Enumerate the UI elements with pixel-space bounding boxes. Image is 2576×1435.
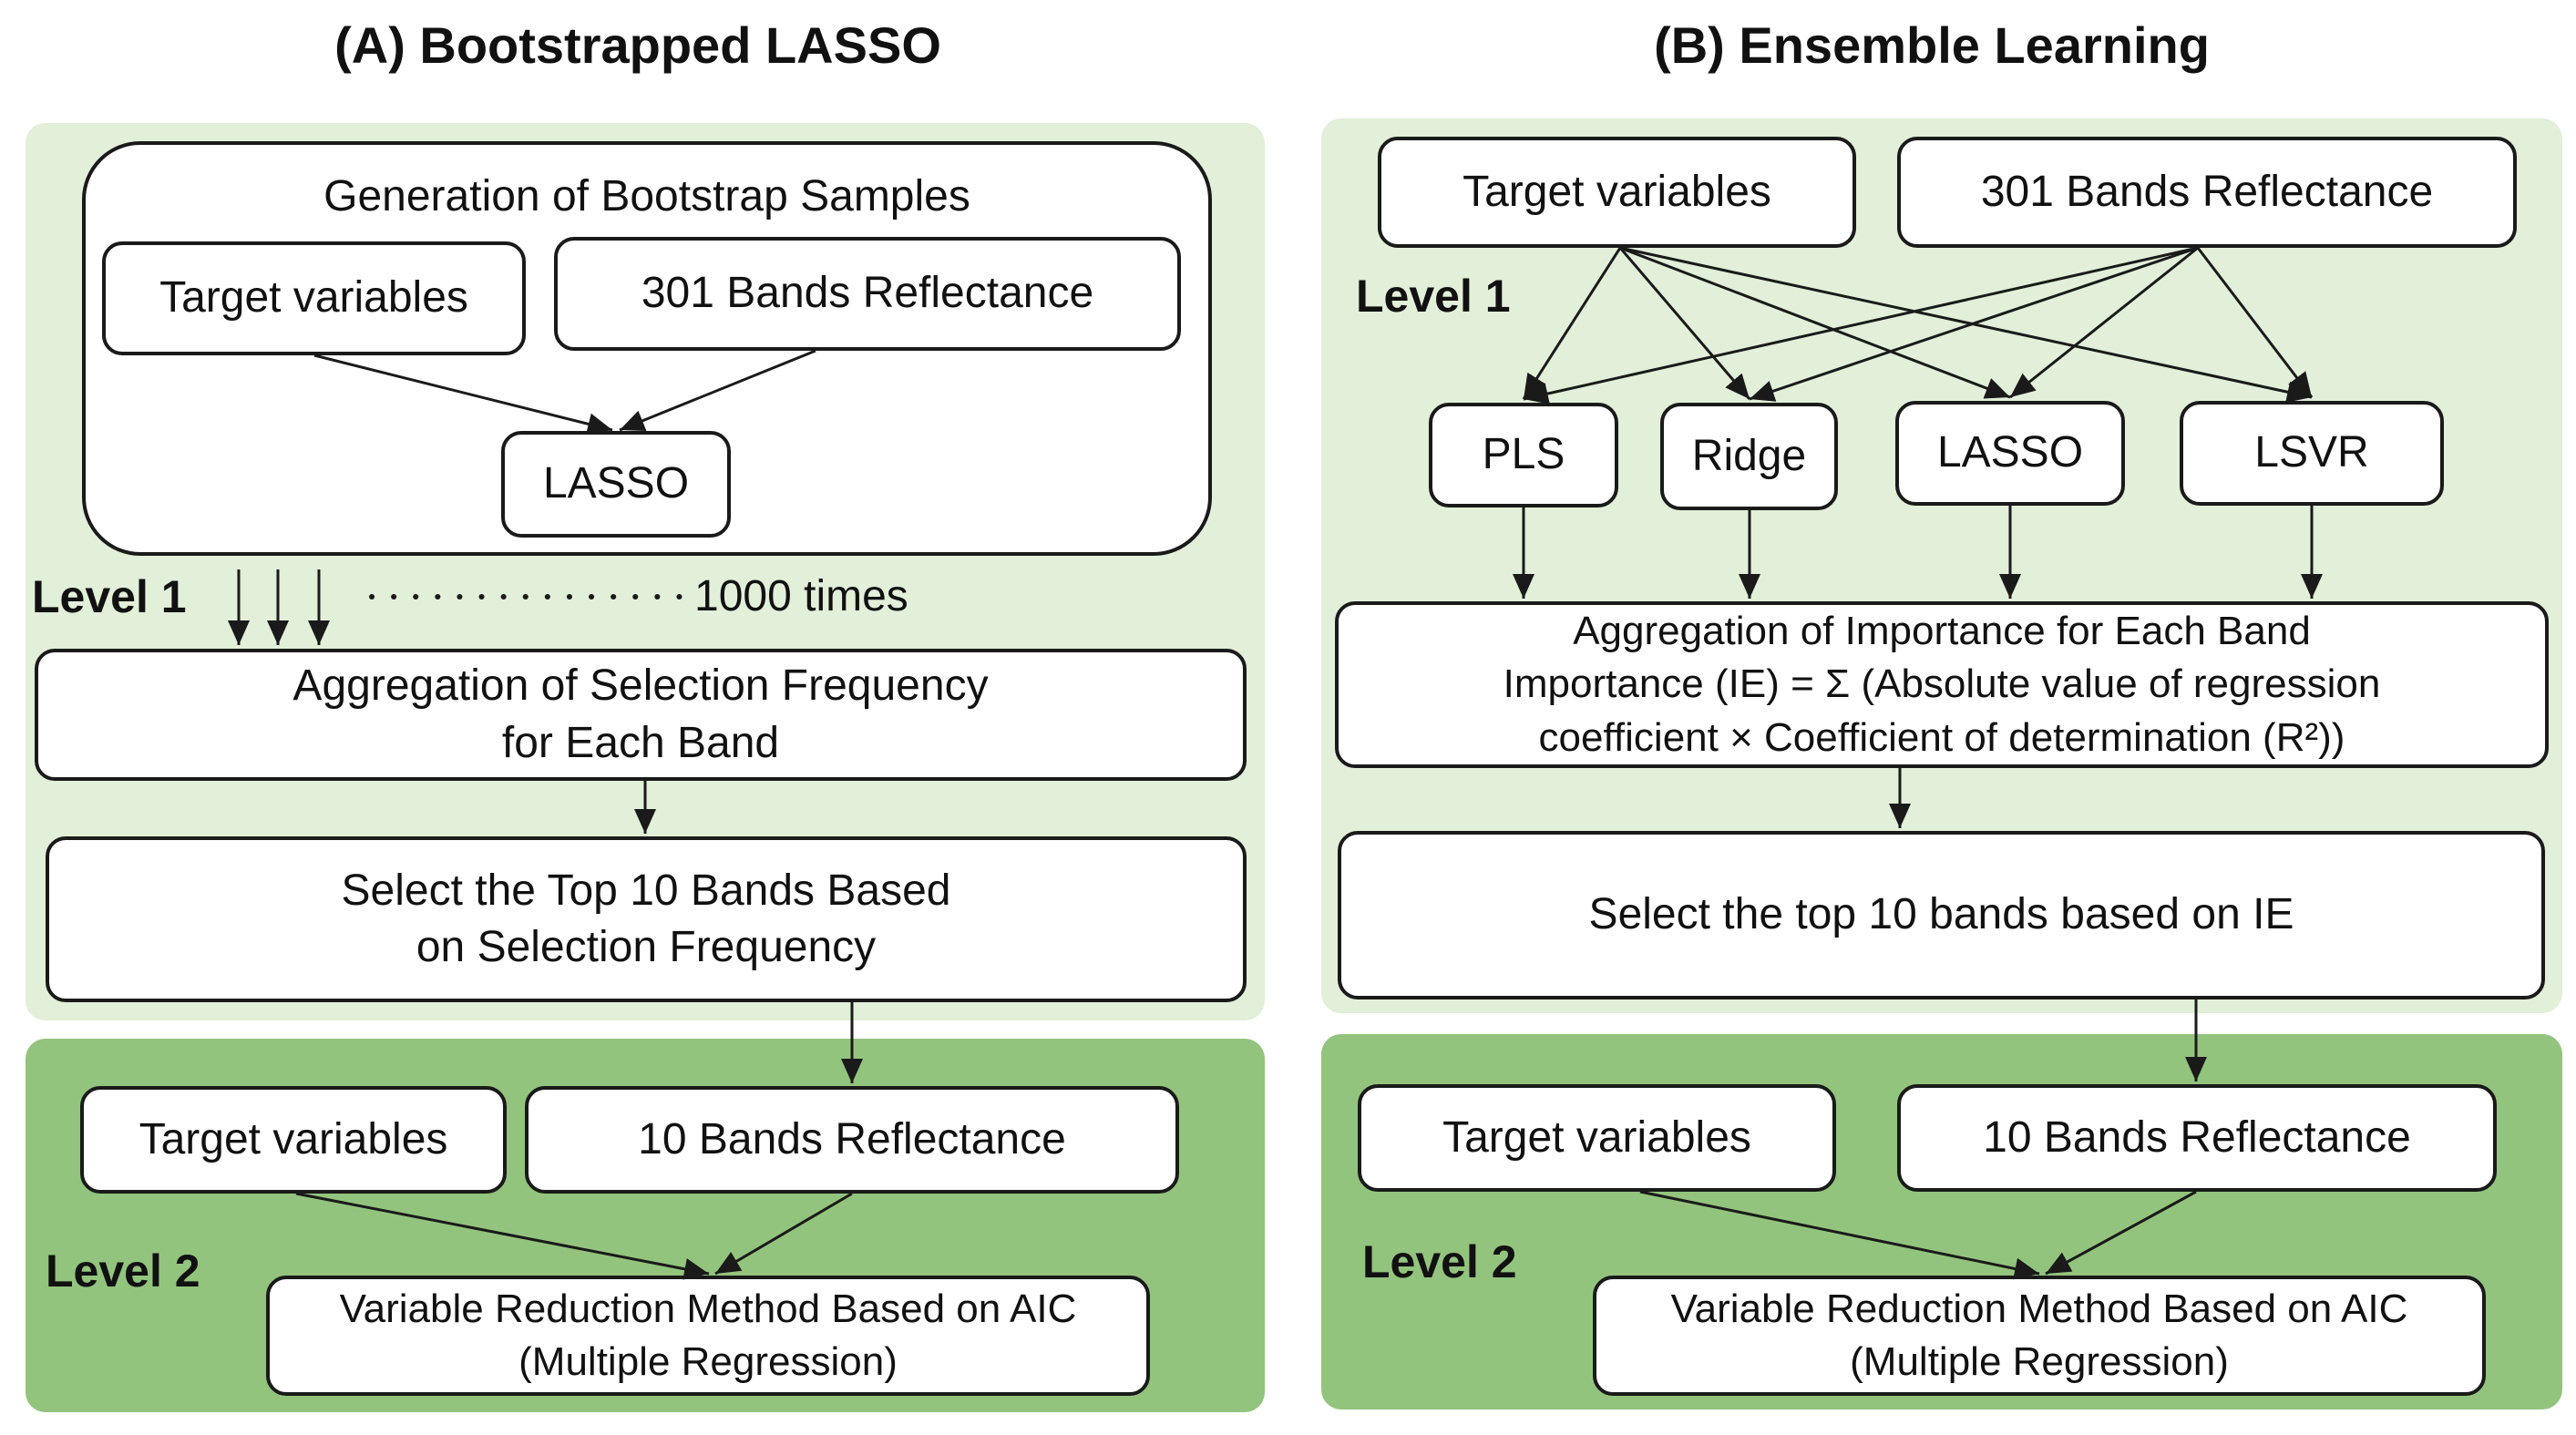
- edge-b-target-to-ridge: [1618, 247, 1751, 400]
- edge-b-bands10-to-reduction: [2045, 1190, 2197, 1276]
- panel-b-301-bands-node: 301 Bands Reflectance: [1897, 137, 2517, 248]
- panel-a-aic-reduction-node: Variable Reduction Method Based on AIC (…: [266, 1276, 1150, 1396]
- panel-a-bootstrap-group-label: Generation of Bootstrap Samples: [323, 172, 970, 220]
- panel-b-10-bands-node: 10 Bands Reflectance: [1897, 1084, 2497, 1192]
- edge-b-target-to-lasso: [1619, 246, 2011, 399]
- panel-a-select-top10-node: Select the Top 10 Bands Based on Selecti…: [46, 836, 1247, 1002]
- edge-a-target-to-lasso: [313, 354, 613, 436]
- panel-a-target-variables-node: Target variables: [102, 241, 526, 355]
- panel-a-level2-target-node: Target variables: [80, 1086, 507, 1194]
- panel-b-lsvr-node: LSVR: [2180, 401, 2444, 506]
- edge-b-bands-to-lasso: [2009, 246, 2199, 399]
- panel-b-lasso-node: LASSO: [1895, 401, 2125, 506]
- panel-a-301-bands-node: 301 Bands Reflectance: [554, 237, 1181, 351]
- panel-b-level2-target-node: Target variables: [1358, 1084, 1836, 1192]
- panel-b-aggregation-node: Aggregation of Importance for Each Band …: [1335, 601, 2549, 768]
- panel-a-10-bands-node: 10 Bands Reflectance: [525, 1086, 1179, 1194]
- edge-b-target-to-pls: [1522, 247, 1622, 400]
- panel-b-title: (B) Ensemble Learning: [1654, 16, 2210, 74]
- panel-b-pls-node: PLS: [1429, 403, 1618, 507]
- panel-b-aic-reduction-node: Variable Reduction Method Based on AIC (…: [1593, 1276, 2486, 1396]
- panel-a-level2-label: Level 2: [46, 1245, 200, 1297]
- edge-a-target2-to-reduction: [295, 1192, 710, 1280]
- panel-b-target-variables-node: Target variables: [1378, 137, 1856, 248]
- edge-a-bands10-to-reduction: [714, 1192, 853, 1276]
- panel-a-repeat-note: 1000 times: [694, 572, 908, 620]
- edge-a-bands-to-lasso: [619, 349, 816, 432]
- panel-a-lasso-node: LASSO: [501, 431, 731, 538]
- panel-b-select-top10-node: Select the top 10 bands based on IE: [1338, 831, 2545, 999]
- edge-b-bands-to-lsvr: [2196, 247, 2314, 398]
- panel-a-aggregation-node: Aggregation of Selection Frequency for E…: [35, 649, 1247, 781]
- panel-b-level2-label: Level 2: [1362, 1236, 1517, 1287]
- panel-b-level1-label: Level 1: [1356, 271, 1511, 322]
- edge-b-bands-to-pls: [1523, 246, 2199, 405]
- panel-a-title: (A) Bootstrapped LASSO: [334, 16, 941, 74]
- panel-a-level1-label: Level 1: [32, 571, 187, 622]
- panel-b-ridge-node: Ridge: [1660, 403, 1838, 510]
- edge-b-bands-to-ridge: [1749, 246, 2199, 402]
- edge-b-target-to-lsvr: [1619, 246, 2313, 404]
- edge-b-target2-to-reduction: [1639, 1190, 2040, 1280]
